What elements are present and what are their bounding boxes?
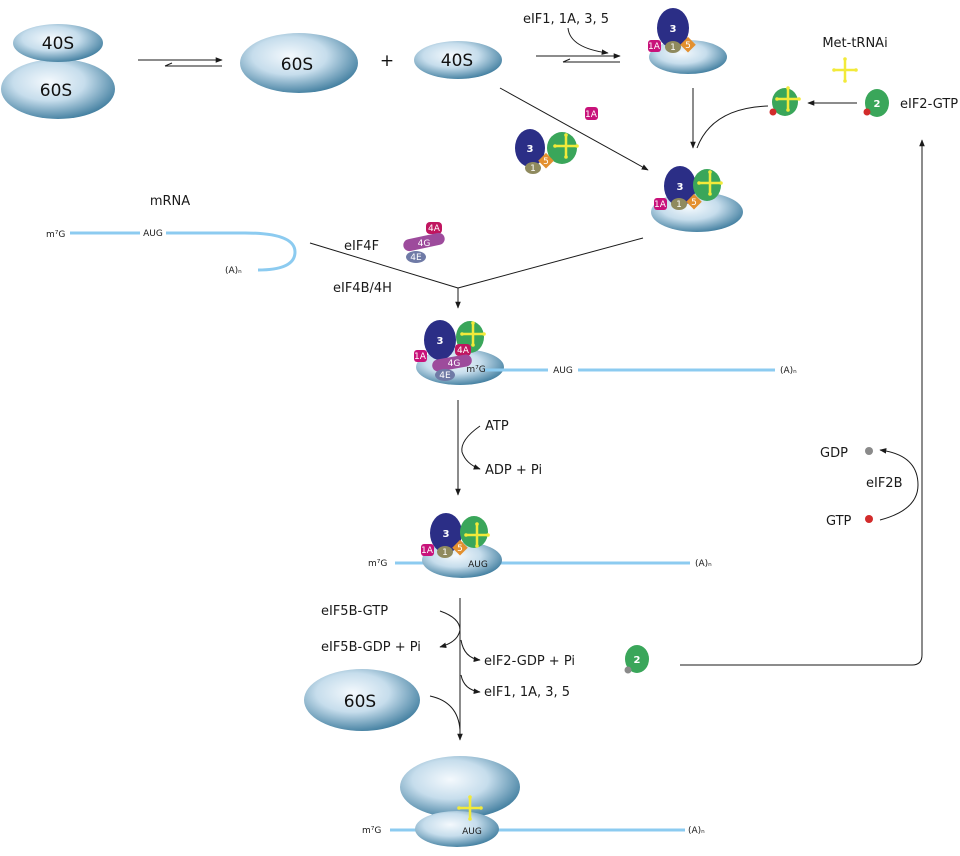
svg-text:5: 5	[685, 41, 691, 51]
arrow-40s-direct	[499, 87, 649, 171]
free-eif1a-icon: 1A	[585, 107, 598, 120]
svg-text:3: 3	[527, 144, 534, 155]
svg-text:1: 1	[442, 548, 448, 558]
label-gdp: GDP	[820, 446, 848, 461]
svg-text:AUG: AUG	[553, 366, 573, 376]
label-eif2b: eIF2B	[866, 476, 903, 491]
plus-sign: +	[380, 51, 394, 71]
met-trna-icon	[830, 55, 860, 85]
svg-text:1: 1	[670, 43, 676, 53]
arrow-60s-join	[429, 695, 461, 731]
label-eif1-1a-3-5-bottom: eIF1, 1A, 3, 5	[484, 685, 570, 700]
svg-text:60S: 60S	[344, 692, 376, 712]
complex-40s-eif1-1a-3-5: 3 1A 1 5	[648, 8, 727, 74]
gdp-dot	[865, 447, 873, 455]
arrow-atp-hydrolysis	[461, 425, 481, 470]
svg-text:3: 3	[677, 182, 684, 193]
released-eif2-gdp-icon: 2	[624, 645, 649, 674]
svg-text:1A: 1A	[654, 200, 667, 210]
label-eif2-gdp-pi: eIF2-GDP + Pi	[484, 654, 575, 669]
equilibrium-arrow-2	[536, 53, 621, 63]
mrna-polya-label: (A)ₙ	[225, 266, 242, 276]
arrow-eif5b-hydrolysis	[439, 610, 461, 649]
svg-text:4E: 4E	[439, 371, 451, 381]
svg-text:(A)ₙ: (A)ₙ	[695, 559, 712, 569]
svg-text:5: 5	[543, 157, 549, 167]
label-met-trna: Met-tRNAi	[822, 36, 887, 51]
svg-text:1A: 1A	[414, 352, 427, 362]
svg-text:4G: 4G	[418, 239, 431, 249]
eif2-gtp-icon: 2	[863, 89, 889, 117]
ribosome-80s: 40S 60S	[1, 24, 115, 119]
arrow-tc-join	[696, 105, 769, 149]
svg-text:5: 5	[457, 544, 463, 554]
label-eif2-gtp: eIF2-GTP	[900, 97, 958, 112]
svg-text:1: 1	[530, 164, 536, 174]
joining-60s: 60S	[304, 669, 420, 731]
svg-text:3: 3	[443, 529, 450, 540]
label-adp-pi: ADP + Pi	[485, 463, 542, 478]
ternary-complex-icon	[769, 84, 803, 116]
complex-43s: 3 1A 1 5	[651, 166, 743, 232]
eif4f-complex-icon: 4A 4G 4E	[403, 222, 445, 263]
svg-text:4A: 4A	[428, 224, 441, 234]
label-60s: 60S	[40, 81, 72, 101]
arrow-gdp-gtp-exchange	[879, 448, 919, 521]
svg-text:1A: 1A	[648, 42, 661, 52]
free-mrna: m⁷G AUG (A)ₙ	[46, 227, 297, 276]
label-eif4f: eIF4F	[344, 239, 379, 254]
svg-text:m⁷G: m⁷G	[466, 365, 485, 375]
label-atp: ATP	[485, 419, 509, 434]
svg-text:m⁷G: m⁷G	[362, 826, 381, 836]
svg-text:4G: 4G	[448, 359, 461, 369]
arrow-eif2-release	[460, 639, 481, 662]
label-60s-free: 60S	[281, 55, 313, 75]
arrow-factor-binding	[567, 27, 609, 55]
arrow-eif2-recycle	[680, 139, 925, 666]
eif3-label: 3	[670, 24, 677, 35]
svg-text:AUG: AUG	[468, 560, 488, 570]
free-60s: 60S	[240, 33, 358, 93]
svg-text:4A: 4A	[457, 346, 470, 356]
mrna-cap-label: m⁷G	[46, 230, 65, 240]
svg-text:1A: 1A	[421, 546, 434, 556]
arrow-factor-release	[460, 674, 481, 694]
svg-text:(A)ₙ: (A)ₙ	[688, 826, 705, 836]
svg-text:2: 2	[874, 99, 881, 110]
svg-text:(A)ₙ: (A)ₙ	[780, 366, 797, 376]
label-gtp: GTP	[826, 514, 852, 529]
complex-80s-initiation: m⁷G AUG (A)ₙ	[362, 756, 705, 847]
svg-text:5: 5	[691, 198, 697, 208]
mrna-aug-label: AUG	[143, 229, 163, 239]
gtp-dot	[865, 515, 873, 523]
svg-text:1: 1	[676, 200, 682, 210]
label-eif1-1a-3-5-top: eIF1, 1A, 3, 5	[523, 12, 609, 27]
svg-text:3: 3	[437, 336, 444, 347]
complex-48s-at-aug: m⁷G (A)ₙ AUG 3 1A 1 5	[368, 513, 712, 578]
label-eif4b-4h: eIF4B/4H	[333, 281, 392, 296]
line-mrna-converge	[309, 242, 459, 289]
svg-text:AUG: AUG	[462, 827, 482, 837]
label-40s: 40S	[42, 34, 74, 54]
free-40s: 40S	[414, 41, 502, 79]
svg-text:4E: 4E	[410, 253, 422, 263]
label-40s-free: 40S	[441, 51, 473, 71]
svg-text:2: 2	[634, 655, 641, 666]
complex-48s: AUG (A)ₙ 3 1A 4A 4G 4E m⁷G	[414, 319, 797, 385]
label-eif5b-gtp: eIF5B-GTP	[321, 604, 388, 619]
label-eif5b-gdp-pi: eIF5B-GDP + Pi	[321, 640, 421, 655]
equilibrium-arrow-1	[138, 57, 223, 67]
svg-text:m⁷G: m⁷G	[368, 559, 387, 569]
line-43s-converge	[457, 237, 644, 289]
multifactor-complex: 3 1 5	[515, 129, 581, 174]
svg-text:1A: 1A	[585, 110, 598, 120]
label-mrna: mRNA	[150, 194, 190, 209]
